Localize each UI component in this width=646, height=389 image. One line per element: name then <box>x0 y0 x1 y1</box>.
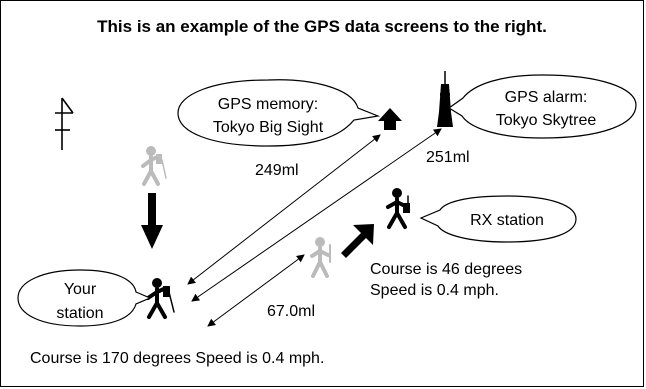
your-station-info: Course is 170 degrees Speed is 0.4 mph. <box>30 350 325 367</box>
walker-icon <box>386 188 410 229</box>
callout-rx-station: RX station <box>419 195 577 243</box>
callout-alarm-line1: GPS alarm: <box>505 89 588 106</box>
callout-your-line1: Your <box>64 281 97 298</box>
distance-rx: 67.0ml <box>267 303 316 320</box>
rx-speed: Speed is 0.4 mph. <box>370 282 499 299</box>
diagram-title: This is an example of the GPS data scree… <box>97 17 547 36</box>
walker-icon <box>310 237 331 278</box>
walker-icon <box>141 146 167 186</box>
callout-gps-alarm: GPS alarm: Tokyo Skytree <box>447 74 637 139</box>
rx-course: Course is 46 degrees <box>370 261 523 278</box>
direction-arrow-icon <box>141 193 163 249</box>
callout-memory-line2: Tokyo Big Sight <box>213 119 324 136</box>
callout-alarm-line2: Tokyo Skytree <box>496 112 597 129</box>
distance-line-memory <box>187 134 381 285</box>
callout-your-line2: station <box>56 305 103 322</box>
callout-memory-line1: GPS memory: <box>218 96 318 113</box>
tower-icon <box>437 71 453 127</box>
walker-icon <box>146 278 175 319</box>
distance-memory: 249ml <box>255 162 299 179</box>
building-icon <box>378 108 402 130</box>
north-arrow-icon <box>55 97 74 150</box>
callout-your-station: Your station <box>17 269 152 327</box>
direction-arrow-icon <box>341 224 374 258</box>
distance-line-rx <box>207 254 305 327</box>
callout-gps-memory: GPS memory: Tokyo Big Sight <box>177 79 381 147</box>
distance-alarm: 251ml <box>426 149 470 166</box>
callout-rx-line1: RX station <box>470 212 544 229</box>
